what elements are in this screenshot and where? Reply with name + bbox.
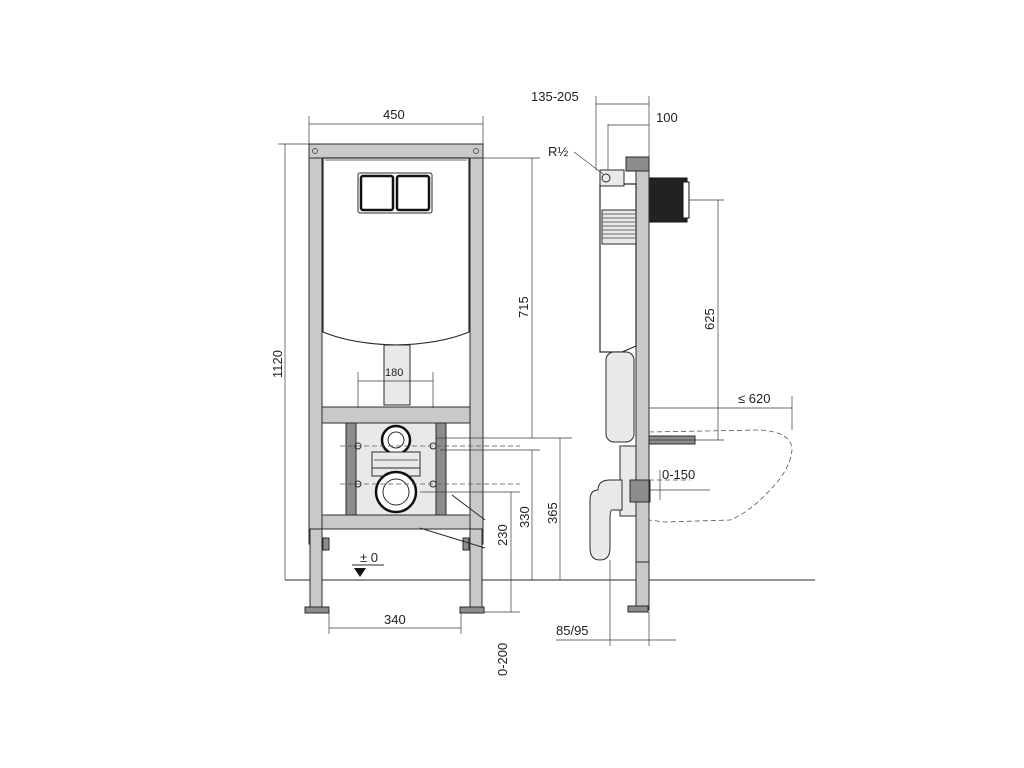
top-hole-left [312,148,318,154]
flush-plate [357,172,433,214]
leg-right [469,528,483,612]
dim-0-200-label: 0-200 [495,643,510,676]
side-outlet-collar [629,479,651,503]
frame-left-upright [308,143,323,545]
flush-pipe [383,344,411,406]
top-hole-right [473,148,479,154]
dim-100-label: 100 [656,110,678,125]
side-outlet-bend [589,479,623,561]
side-frame-top [625,156,650,172]
floor-level-triangle [354,568,366,577]
frame-top-rail [308,143,484,159]
outlet-ring-inner [382,478,410,506]
dim-620-label: ≤ 620 [738,391,770,406]
bowl-outline [648,429,793,523]
front-view: ± 0 450 1120 180 715 365 330 230 [270,107,815,676]
brace-diagonal [419,527,486,549]
side-button-face [682,181,690,219]
floor-level-label: ± 0 [360,550,378,565]
outlet-ring-outer [374,470,418,514]
bracket-base [321,514,471,530]
dim-230-label: 230 [495,524,510,546]
dim-450-label: 450 [383,107,405,122]
leg-clamp-right [462,537,470,551]
inlet-ring-inner [387,431,405,449]
leg-left [309,528,323,612]
dim-340-label: 340 [384,612,406,627]
dim-365-label: 365 [545,502,560,524]
dim-0-150-label: 0-150 [662,467,695,482]
dim-135-205-label: 135-205 [531,89,579,104]
foot-left [304,606,330,614]
bracket-left-post [345,422,357,524]
dim-85-95-label: 85/95 [556,623,589,638]
inlet-ring-outer [380,424,412,456]
side-thread-fitting [601,173,611,183]
side-button-housing [648,177,688,223]
side-view: 135-205 100 R½ 625 ≤ 620 0-150 85/95 [531,89,793,646]
dim-715-label: 715 [516,296,531,318]
leg-clamp-left [322,537,330,551]
dim-330-label: 330 [517,506,532,528]
thread-leader [573,151,604,175]
brace-diagonal-2 [451,494,486,521]
frame-mid-rail [321,406,471,424]
side-tank [599,183,637,353]
side-leg [635,561,650,611]
side-ribs [601,209,637,245]
side-foot [627,605,649,613]
side-ribs-frame [601,209,637,245]
dim-180-label: 180 [385,367,403,379]
dim-625-label: 625 [702,308,717,330]
side-valve-body [599,169,625,187]
flush-button-left [359,174,395,212]
flush-button-right [395,174,431,212]
side-flush-pipe [605,351,635,443]
foot-right [459,606,485,614]
thread-label: R½ [548,144,568,159]
dim-1120-label: 1120 [270,350,285,378]
